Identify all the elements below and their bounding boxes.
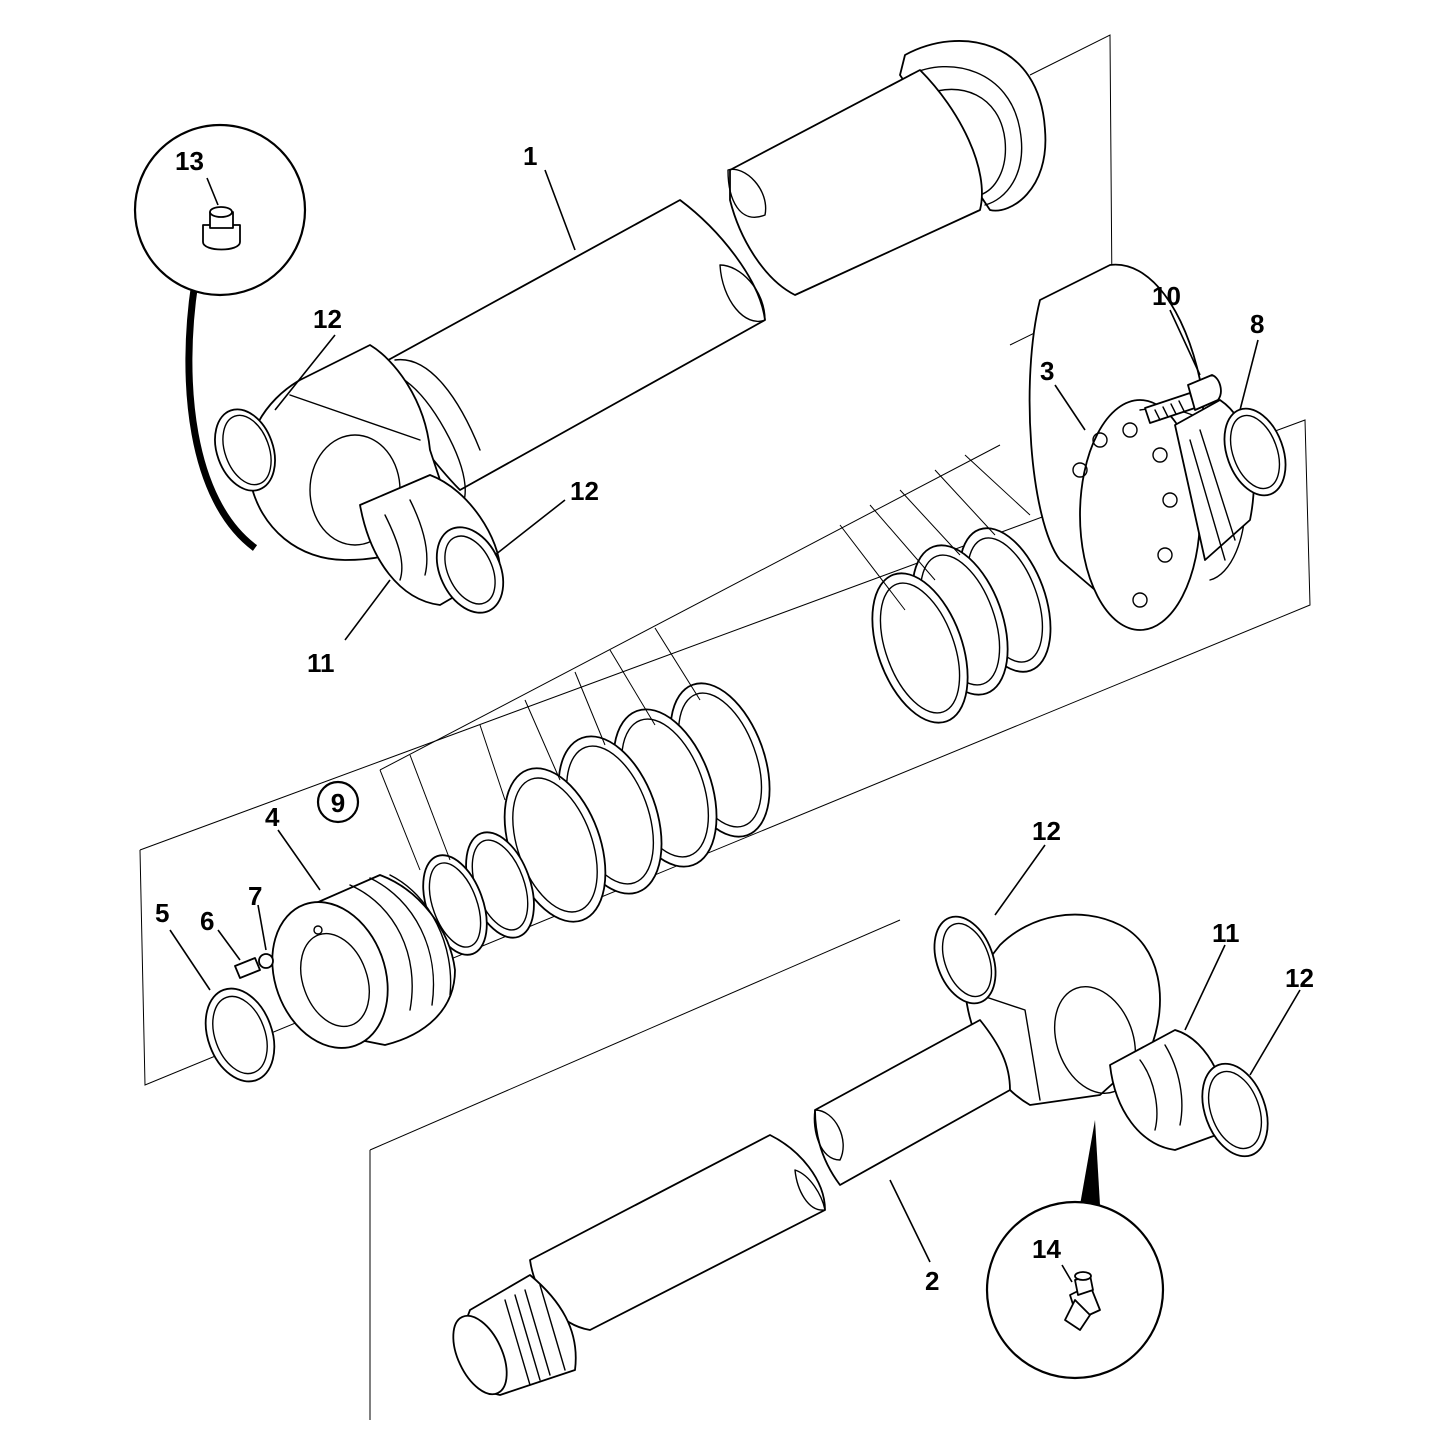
callout-5: 5: [155, 898, 169, 928]
piston: [204, 874, 456, 1083]
callout-1: 1: [523, 141, 537, 171]
callout-8: 8: [1250, 309, 1264, 339]
callout-4: 4: [265, 802, 280, 832]
callout-13: 13: [175, 146, 204, 176]
callout-labels: 1 12 12 11 13 10 8 3 9 4 5 6 7 12 11 12 …: [155, 141, 1314, 1296]
leader-lines: [169, 169, 1301, 1263]
callout-6: 6: [200, 906, 214, 936]
callout-12-rod-bushing: 12: [1285, 963, 1314, 993]
angled-grease-nipple-inset: [985, 1200, 1165, 1380]
cylinder-barrel: [185, 40, 1047, 614]
callout-12-clevis-bushing: 12: [570, 476, 599, 506]
callout-3: 3: [1040, 356, 1054, 386]
callout-9-bubble: 9: [316, 780, 360, 824]
callout-10: 10: [1152, 281, 1181, 311]
callout-12-rod-eye: 12: [1032, 816, 1061, 846]
callout-2: 2: [925, 1266, 939, 1296]
callout-12-top-left: 12: [313, 304, 342, 334]
callout-14: 14: [1032, 1234, 1061, 1264]
cylinder-head: [871, 263, 1287, 724]
grease-nipple-inset: [133, 123, 307, 297]
callout-11-barrel: 11: [307, 648, 335, 678]
callout-7: 7: [248, 881, 262, 911]
callout-11-rod: 11: [1212, 918, 1240, 948]
piston-rod: [452, 913, 1269, 1396]
seal-kit: [379, 444, 1031, 956]
callout-9: 9: [331, 788, 345, 818]
